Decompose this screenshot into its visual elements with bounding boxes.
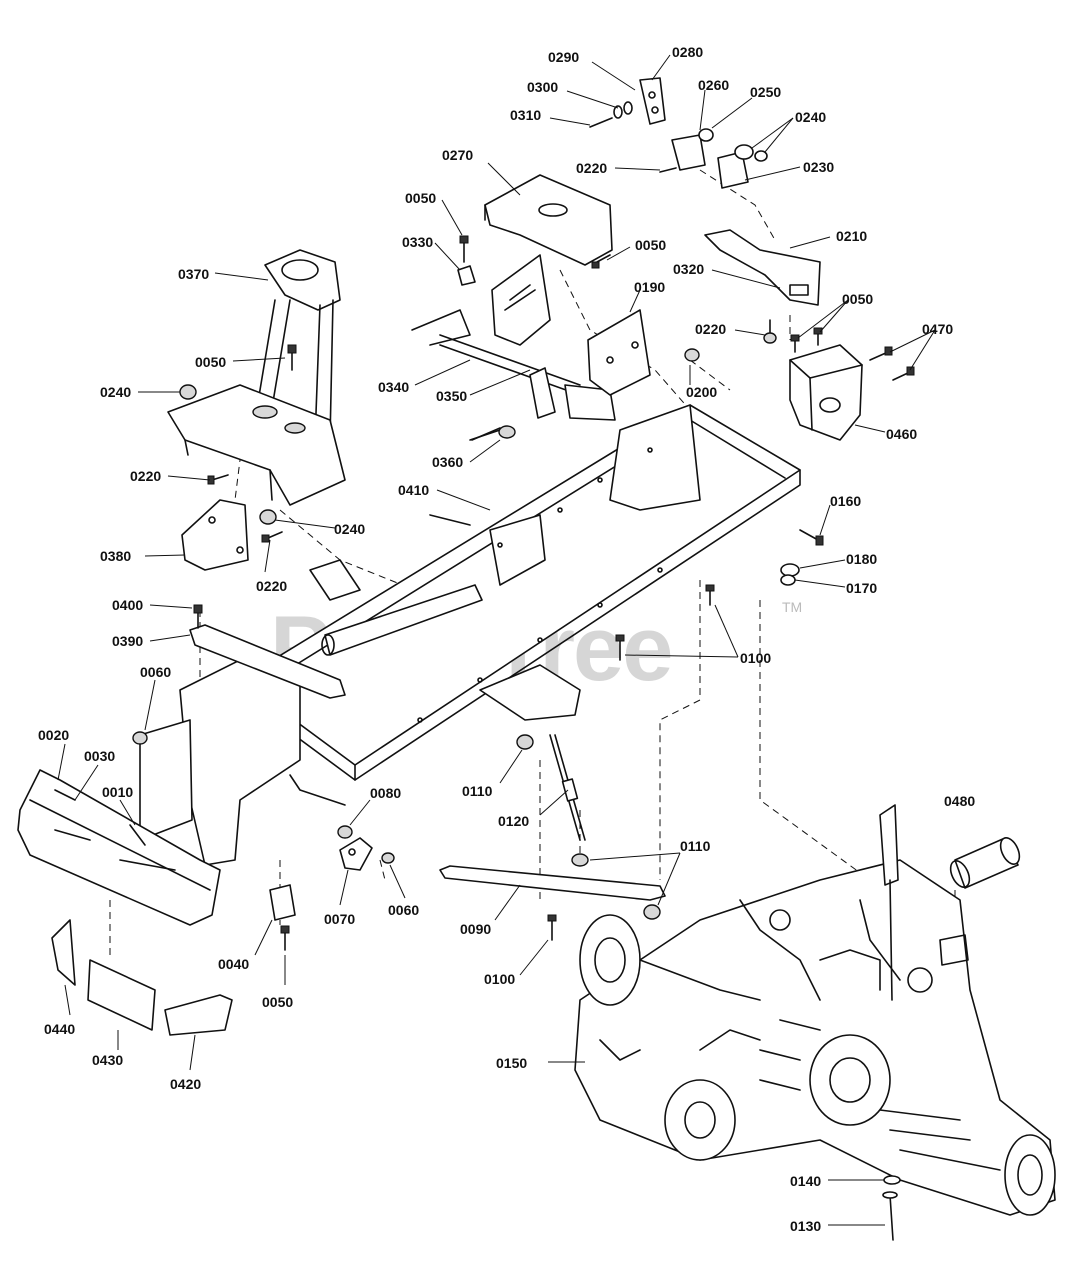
callout-0200: 0200 [686,384,717,400]
callout-0260: 0260 [698,77,729,93]
callout-0230: 0230 [803,159,834,175]
callout-0100: 0100 [484,971,515,987]
steering-support [167,249,346,571]
callout-0270: 0270 [442,147,473,163]
callout-0480: 0480 [944,793,975,809]
callout-0460: 0460 [886,426,917,442]
callout-0110: 0110 [680,838,711,854]
pedal-shaft [411,254,651,441]
callout-0130: 0130 [790,1218,821,1234]
callout-0470: 0470 [922,321,953,337]
callout-0090: 0090 [460,921,491,937]
callout-0330: 0330 [402,234,433,250]
callout-0380: 0380 [100,548,131,564]
callout-0050: 0050 [842,291,873,307]
callout-0140: 0140 [790,1173,821,1189]
callout-0050: 0050 [262,994,293,1010]
callout-0050: 0050 [195,354,226,370]
callout-0310: 0310 [510,107,541,123]
leader-lines [57,54,936,1226]
callout-0220: 0220 [130,468,161,484]
callout-0360: 0360 [432,454,463,470]
callout-0300: 0300 [527,79,558,95]
callout-0190: 0190 [634,279,665,295]
callout-0150: 0150 [496,1055,527,1071]
callout-0060: 0060 [140,664,171,680]
callout-0290: 0290 [548,49,579,65]
callout-0050: 0050 [635,237,666,253]
callout-0280: 0280 [672,44,703,60]
front-bumper [17,769,221,926]
callout-0390: 0390 [112,633,143,649]
transaxle [574,804,1056,1216]
callout-0110: 0110 [462,783,493,799]
callout-0180: 0180 [846,551,877,567]
callout-0370: 0370 [178,266,209,282]
switch-box [789,344,863,441]
callout-0320: 0320 [673,261,704,277]
callout-0220: 0220 [576,160,607,176]
decals [51,919,233,1036]
callout-0160: 0160 [830,493,861,509]
dash-bracket [484,174,613,266]
callout-0240: 0240 [100,384,131,400]
callout-0220: 0220 [256,578,287,594]
fasteners [54,235,915,1241]
callout-0060: 0060 [388,902,419,918]
callout-0410: 0410 [398,482,429,498]
callout-0440: 0440 [44,1021,75,1037]
hood-hinge-assembly [589,77,768,189]
pedal-bracket [704,229,821,306]
main-frame [139,404,801,866]
callout-0100: 0100 [740,650,771,666]
callout-0040: 0040 [218,956,249,972]
callout-0400: 0400 [112,597,143,613]
axle-sleeve [949,837,1021,889]
front-brace [189,624,346,699]
callout-0240: 0240 [795,109,826,125]
watermark-trademark: TM [782,599,802,615]
callout-0070: 0070 [324,911,355,927]
callout-0340: 0340 [378,379,409,395]
callout-0080: 0080 [370,785,401,801]
callout-0120: 0120 [498,813,529,829]
callout-0170: 0170 [846,580,877,596]
callout-0210: 0210 [836,228,867,244]
callout-0020: 0020 [38,727,69,743]
callout-0350: 0350 [436,388,467,404]
small-brackets [269,837,373,921]
callout-0050: 0050 [405,190,436,206]
callout-labels: 0290 0280 0300 0260 0250 0310 0240 0270 … [38,44,975,1234]
callout-0240: 0240 [334,521,365,537]
callout-0030: 0030 [84,748,115,764]
callout-0430: 0430 [92,1052,123,1068]
callout-0250: 0250 [750,84,781,100]
callout-0010: 0010 [102,784,133,800]
callout-0220: 0220 [695,321,726,337]
steering-link [439,734,666,901]
callout-0420: 0420 [170,1076,201,1092]
